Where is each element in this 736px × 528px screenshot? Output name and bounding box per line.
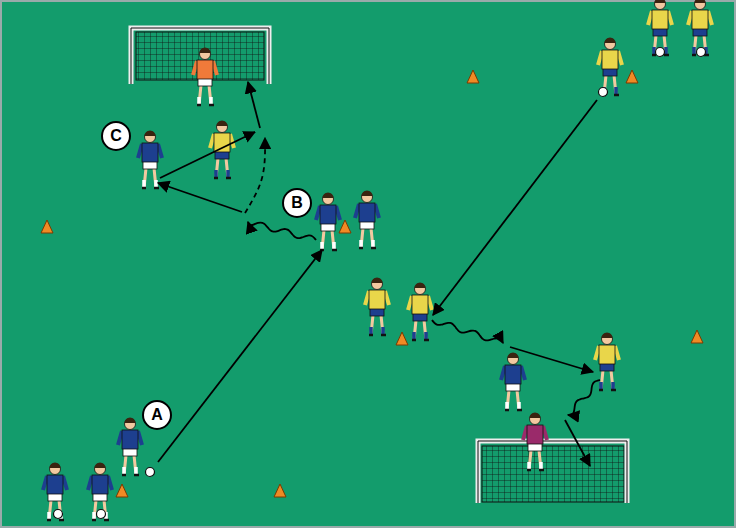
pass-arrow [160, 132, 255, 178]
player [408, 283, 432, 341]
player [595, 333, 619, 391]
ball [599, 88, 608, 97]
player [688, 0, 712, 57]
ball [656, 48, 665, 57]
cone [274, 484, 286, 497]
callout-circle: A [142, 400, 172, 430]
players [43, 0, 712, 520]
player [365, 278, 389, 336]
pass-arrow [158, 183, 242, 212]
ball [697, 48, 706, 57]
player [648, 0, 672, 57]
pass-arrow [158, 250, 322, 462]
goal [478, 441, 627, 503]
cone [339, 220, 351, 233]
callout-circle: B [282, 188, 312, 218]
player [598, 37, 622, 96]
cone [626, 70, 638, 83]
cones [41, 70, 703, 497]
ball [146, 468, 155, 477]
ball [54, 510, 63, 519]
pass-arrow [433, 100, 597, 315]
run-arrow [245, 138, 265, 213]
player [523, 413, 547, 471]
dribble-arrow [432, 320, 503, 343]
player [43, 463, 67, 521]
cone [41, 220, 53, 233]
movement-arrows [158, 82, 600, 466]
pass-arrow [248, 82, 260, 128]
dribble-arrow [248, 222, 316, 240]
ball [97, 510, 106, 519]
cone [467, 70, 479, 83]
pass-arrow [510, 347, 593, 372]
player [88, 463, 112, 521]
player [138, 131, 162, 189]
player [355, 191, 379, 249]
callout-letter: B [291, 195, 303, 211]
cone [691, 330, 703, 343]
callout-circle: C [101, 121, 131, 151]
player [210, 121, 234, 179]
player [193, 47, 217, 105]
goal [131, 28, 269, 84]
dribble-arrow [568, 380, 600, 415]
callout-letter: C [110, 128, 122, 144]
cone [396, 332, 408, 345]
player [316, 193, 340, 251]
cone [116, 484, 128, 497]
callout-letter: A [151, 407, 163, 423]
pass-arrow [565, 420, 590, 466]
player [501, 353, 525, 411]
